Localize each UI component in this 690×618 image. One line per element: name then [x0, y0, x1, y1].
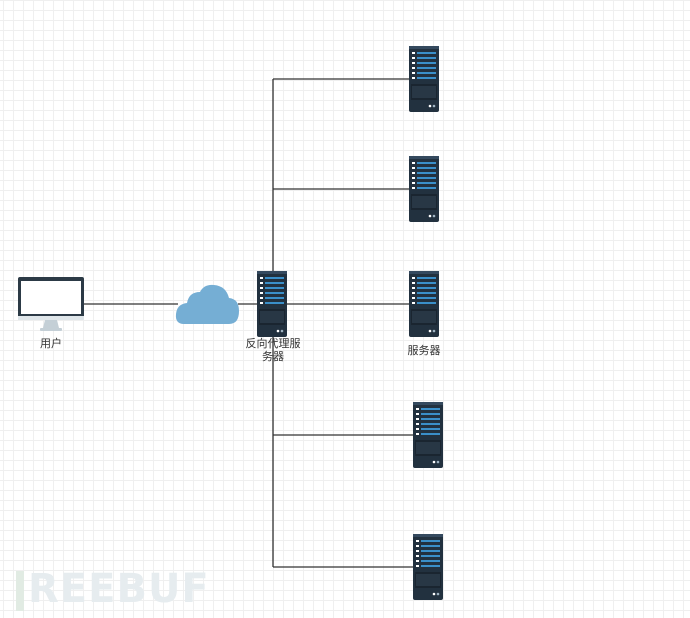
proxy-server-label: 反向代理服 务器 [238, 337, 308, 363]
server-icon-4[interactable] [412, 401, 444, 469]
watermark-logo-bar [16, 571, 24, 611]
server-icon-5[interactable] [412, 533, 444, 601]
proxy-server-icon[interactable] [256, 270, 288, 338]
server-icon-1[interactable] [408, 45, 440, 113]
proxy-server-label-line2: 务器 [262, 350, 284, 363]
watermark-text: REEBUF [28, 566, 210, 612]
proxy-server-label-line1: 反向代理服 [245, 337, 301, 350]
freebuf-watermark: REEBUF [16, 566, 216, 612]
monitor-icon[interactable] [18, 277, 84, 331]
server-label: 服务器 [407, 344, 441, 357]
server-icon-3[interactable] [408, 270, 440, 338]
user-label: 用户 [40, 337, 62, 350]
server-icon-2[interactable] [408, 155, 440, 223]
connection-lines [84, 78, 413, 568]
cloud-icon[interactable] [175, 284, 239, 324]
